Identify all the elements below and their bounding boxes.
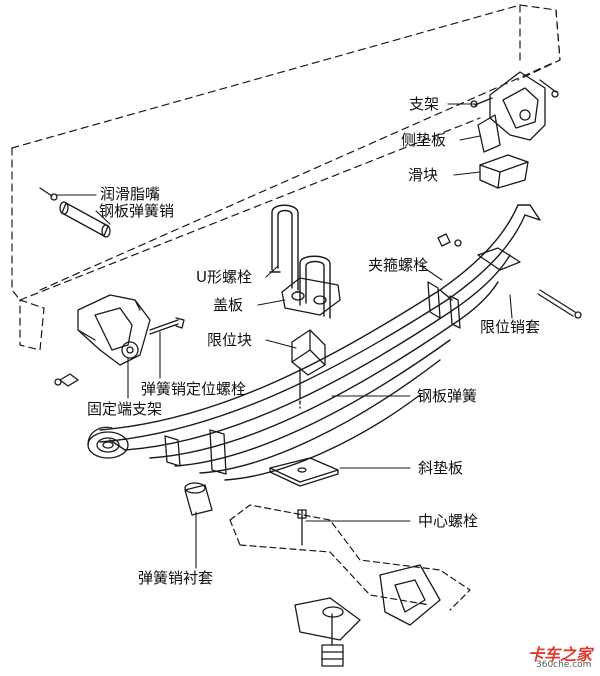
label-clamp-bolt: 夹箍螺栓 <box>368 256 429 274</box>
limit-block <box>292 330 325 375</box>
spring-pin <box>40 188 110 237</box>
label-tapered-shim: 斜垫板 <box>418 459 464 477</box>
label-pin-locating-bolt: 弹簧销定位螺栓 <box>141 380 247 398</box>
spring-pin-bushing <box>185 483 212 515</box>
label-leaf-spring: 钢板弹簧 <box>417 387 478 405</box>
label-spring-pin-bushing: 弹簧销衬套 <box>138 569 214 587</box>
label-u-bolt: U形螺栓 <box>196 268 252 286</box>
axle-nut <box>322 614 343 666</box>
limit-pin <box>478 248 581 318</box>
label-slider-block: 滑块 <box>408 166 439 184</box>
frame-dashed-outline <box>12 5 560 350</box>
label-bracket: 支架 <box>409 95 440 113</box>
tapered-shim <box>270 458 338 486</box>
label-cover-plate: 盖板 <box>213 296 244 314</box>
label-side-shim: 侧垫板 <box>401 131 447 149</box>
locating-bolt <box>55 318 184 386</box>
label-center-bolt: 中心螺栓 <box>418 512 479 530</box>
slider-block <box>480 155 528 188</box>
label-fixed-end-bracket: 固定端支架 <box>87 400 163 418</box>
fixed-end-bracket <box>78 295 150 365</box>
watermark-brand: 卡车之家 <box>528 645 593 664</box>
label-leaf-spring-pin: 钢板弹簧销 <box>99 202 175 220</box>
clamp-bolt <box>438 234 461 246</box>
spring-clamps <box>165 282 460 474</box>
rear-bracket <box>471 72 558 140</box>
leaf-spring <box>100 205 540 480</box>
axle-bracket <box>295 565 440 640</box>
label-limit-pin-sleeve: 限位销套 <box>480 318 541 336</box>
leader-lines <box>56 104 512 568</box>
center-bolt <box>298 368 306 545</box>
label-limit-block: 限位块 <box>207 331 253 349</box>
watermark-site: 360che.com <box>536 660 592 670</box>
side-shim <box>478 115 500 152</box>
spring-eye <box>88 427 128 458</box>
cover-plate <box>282 278 340 315</box>
label-grease-nipple: 润滑脂嘴 <box>100 185 161 203</box>
